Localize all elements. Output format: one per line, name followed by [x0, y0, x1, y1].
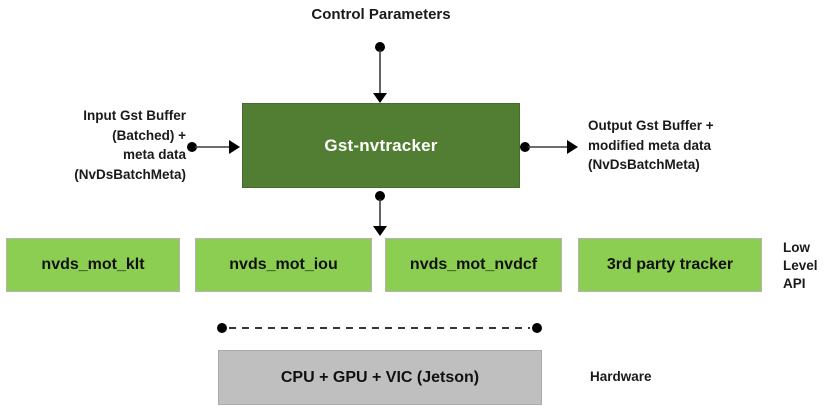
connector-dot [520, 142, 530, 152]
output-buffer-label-line: (NvDsBatchMeta) [588, 157, 700, 172]
arrow-right-icon [229, 140, 240, 154]
third-party-tracker-label: 3rd party tracker [606, 256, 734, 273]
low-level-connector [373, 191, 387, 236]
nvds-mot-klt-box: nvds_mot_klt [6, 238, 180, 292]
connector-dot [187, 142, 197, 152]
output-connector [520, 140, 578, 154]
gst-nvtracker-box: Gst-nvtracker [242, 103, 520, 188]
output-buffer-label: Output Gst Buffer + modified meta data (… [588, 116, 798, 175]
input-buffer-label-line: (Batched) + [112, 127, 186, 143]
nvds-mot-klt-label: nvds_mot_klt [41, 256, 145, 273]
control-parameters-label: Control Parameters [311, 6, 451, 23]
control-params-connector [373, 42, 387, 103]
hardware-boundary [217, 323, 542, 333]
arrow-down-icon [373, 93, 387, 103]
connector-dot [217, 323, 227, 333]
input-buffer-label-line: Input Gst Buffer [83, 108, 186, 123]
input-buffer-label-line: meta data [122, 147, 186, 162]
gst-nvtracker-box-label: Gst-nvtracker [324, 135, 438, 155]
hardware-box: CPU + GPU + VIC (Jetson) [218, 350, 542, 405]
output-buffer-label-line: Output Gst Buffer + [588, 118, 714, 133]
arrow-right-icon [567, 140, 578, 154]
hardware-label: Hardware [590, 369, 652, 384]
low-level-api-label-line: Low [783, 240, 810, 255]
input-connector [187, 140, 240, 154]
connector-dot [375, 191, 385, 201]
low-level-api-label-line: Level [783, 258, 818, 273]
nvds-mot-iou-box: nvds_mot_iou [195, 238, 372, 292]
hardware-box-label: CPU + GPU + VIC (Jetson) [280, 368, 480, 386]
nvds-mot-nvdcf-box: nvds_mot_nvdcf [385, 238, 562, 292]
third-party-tracker-box: 3rd party tracker [578, 238, 762, 292]
arrow-down-icon [373, 226, 387, 236]
nvds-mot-nvdcf-label: nvds_mot_nvdcf [409, 256, 538, 273]
input-buffer-label-line: (NvDsBatchMeta) [74, 166, 186, 182]
low-level-api-label: Low Level API [783, 239, 838, 293]
output-buffer-label-line: modified meta data [588, 137, 712, 153]
low-level-api-label-line: API [783, 276, 806, 291]
connector-dot [532, 323, 542, 333]
nvds-mot-iou-label: nvds_mot_iou [229, 256, 338, 273]
input-buffer-label: Input Gst Buffer (Batched) + meta data (… [22, 106, 186, 184]
connector-dot [375, 42, 385, 52]
